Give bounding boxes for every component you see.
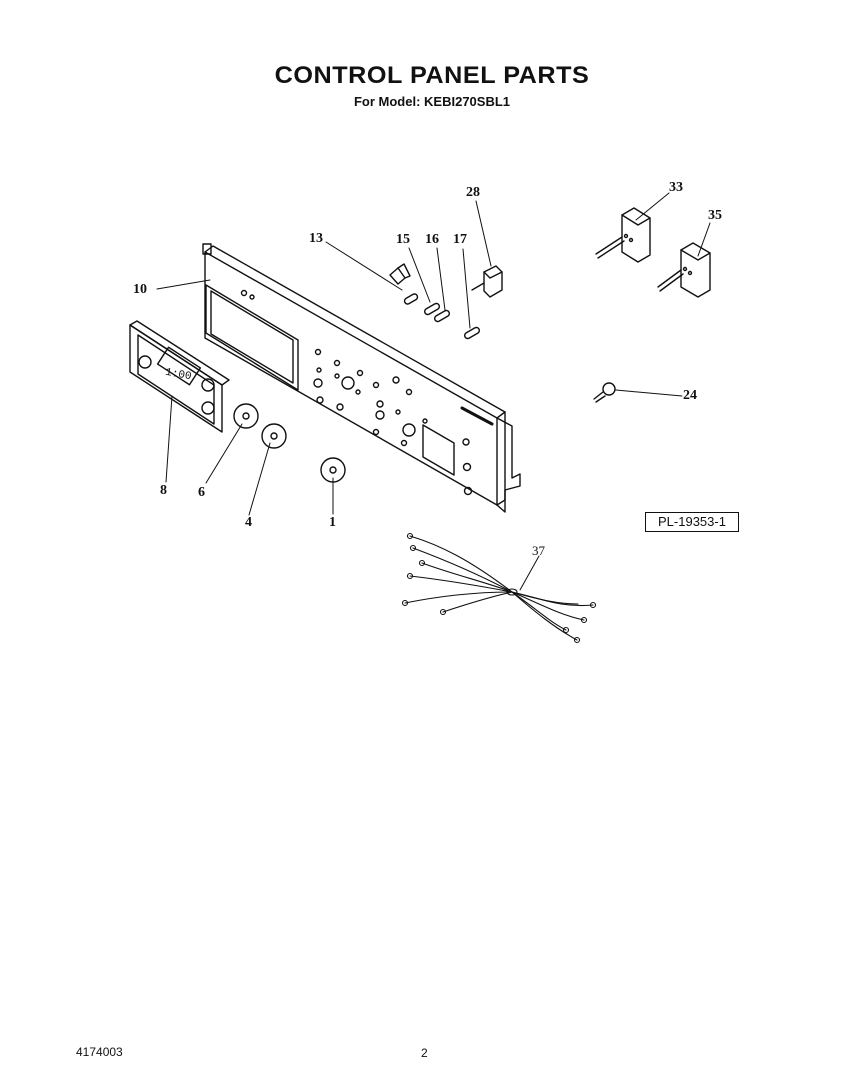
- callout-15: 15: [396, 232, 410, 247]
- model-subtitle: For Model: KEBI270SBL1: [353, 94, 511, 109]
- callout-10: 10: [133, 282, 147, 297]
- callout-13: 13: [309, 231, 323, 246]
- control-panel-part-10: [202, 243, 521, 513]
- small-part-13: [389, 263, 411, 285]
- callout-28: 28: [466, 185, 480, 200]
- knob-part-6: [233, 403, 259, 429]
- knob-part-4: [261, 423, 287, 449]
- clock-bezel-part-8: [129, 320, 230, 433]
- plate-id-label: PL-19353-1: [645, 512, 739, 532]
- infinite-switch-part-35: [657, 242, 711, 298]
- callout-8: 8: [160, 483, 167, 498]
- page-title: CONTROL PANEL PARTS: [274, 62, 590, 89]
- callout-35: 35: [708, 208, 722, 223]
- small-part-17: [463, 326, 481, 340]
- callout-33: 33: [669, 180, 683, 195]
- panel-holes: [240, 289, 473, 496]
- callout-6: 6: [198, 485, 205, 500]
- callout-4: 4: [245, 515, 252, 530]
- callout-24: 24: [683, 388, 697, 403]
- page-number: 2: [421, 1046, 428, 1060]
- callout-17: 17: [453, 232, 467, 247]
- small-part-16: [423, 302, 451, 323]
- indicator-light-part-24: [593, 382, 616, 403]
- small-part-15: [403, 293, 419, 305]
- callout-37: 37: [532, 543, 545, 558]
- switch-part-28: [471, 265, 503, 298]
- wire-harness-part-37: [401, 532, 597, 644]
- callout-1: 1: [329, 515, 336, 530]
- callout-leader-lines: [156, 192, 711, 591]
- document-number: 4174003: [76, 1045, 123, 1059]
- infinite-switch-part-33: [595, 207, 651, 263]
- callout-16: 16: [425, 232, 439, 247]
